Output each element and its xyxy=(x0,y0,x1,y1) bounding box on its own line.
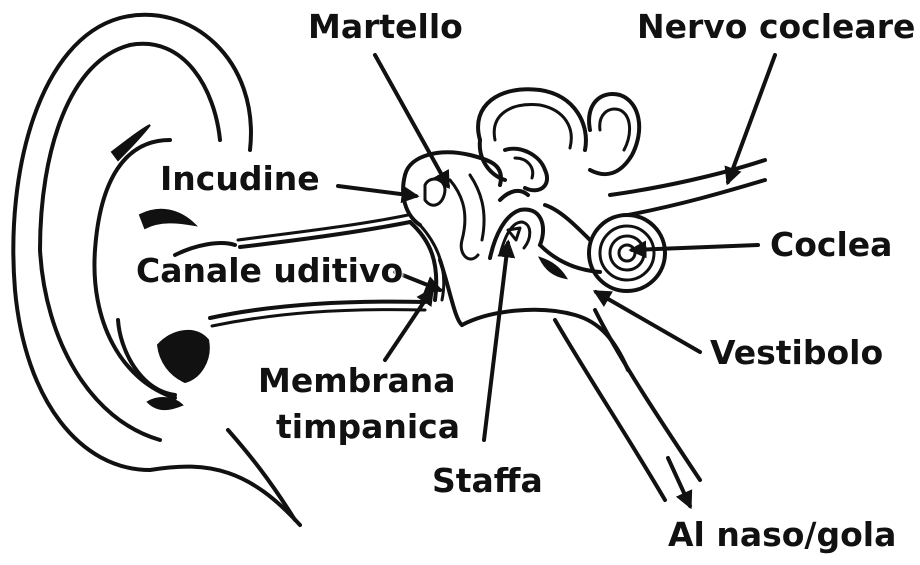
arrow-membrana-timpanica xyxy=(383,287,435,362)
cochlear-nerve xyxy=(608,158,767,217)
arrow-martello xyxy=(373,53,450,190)
arrow-al-naso-gola xyxy=(666,456,693,510)
arrow-coclea xyxy=(628,240,760,259)
middle-ear xyxy=(401,150,630,372)
outer-ear-pinna xyxy=(11,12,302,527)
pointer-arrows xyxy=(336,53,777,510)
semicircular-canals xyxy=(476,87,642,193)
arrow-vestibolo xyxy=(592,290,702,354)
arrow-incudine xyxy=(336,184,420,204)
label-vestibolo: Vestibolo xyxy=(710,333,884,372)
label-canale-uditivo: Canale uditivo xyxy=(136,251,404,290)
label-nervo-cocleare: Nervo cocleare xyxy=(637,7,916,46)
arrow-canale-uditivo xyxy=(393,270,444,294)
label-al-naso-gola: Al naso/gola xyxy=(668,515,897,554)
ear-canal xyxy=(208,213,427,328)
label-membrana-line2: timpanica xyxy=(276,407,460,446)
label-martello: Martello xyxy=(308,7,463,46)
label-staffa: Staffa xyxy=(432,461,543,500)
eustachian-tube xyxy=(553,308,702,502)
arrow-staffa xyxy=(482,239,516,442)
label-coclea: Coclea xyxy=(770,225,893,264)
label-incudine: Incudine xyxy=(160,159,320,198)
arrow-nervo-cocleare xyxy=(724,53,777,186)
label-membrana-line1: Membrana xyxy=(258,361,456,400)
